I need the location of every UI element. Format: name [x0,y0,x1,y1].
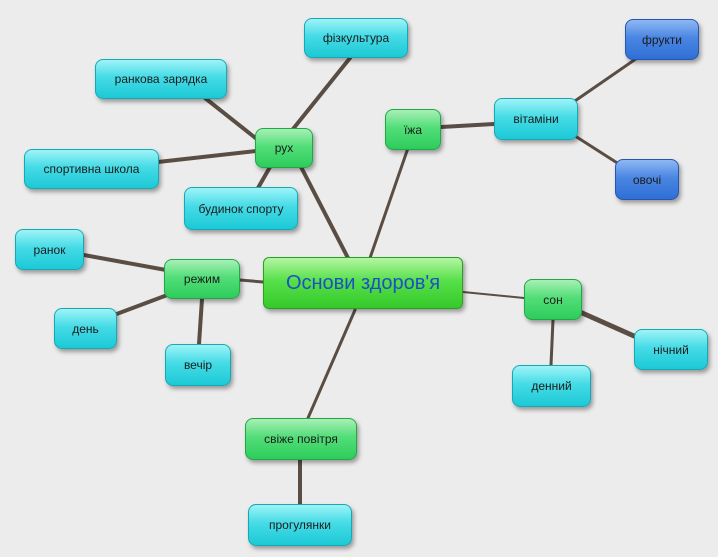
node-izha[interactable]: їжа [385,109,441,150]
connector-center-svizhe-povitrya [306,308,357,420]
node-frukty[interactable]: фрукти [625,19,699,60]
node-rankova-zaryadka-label: ранкова зарядка [114,72,208,86]
node-ranok-label: ранок [33,242,66,257]
connector-center-izha [368,146,410,260]
node-son-label: сон [543,292,563,307]
node-progulyanky[interactable]: прогулянки [248,504,352,546]
connector-rukh-rankova-zaryadka [203,96,260,142]
node-sportyvna-shkola-label: спортивна школа [43,162,140,176]
connector-center-rezhym [238,278,265,284]
node-nichnyi-label: нічний [653,342,689,357]
connector-center-son [462,291,525,299]
node-vitaminy[interactable]: вітаміни [494,98,578,140]
node-svizhe-povitrya[interactable]: свіже повітря [245,418,357,460]
node-vitaminy-label: вітаміни [513,112,559,126]
node-progulyanky-label: прогулянки [268,518,332,532]
node-rankova-zaryadka[interactable]: ранкова зарядка [95,59,227,99]
node-rezhym-label: режим [183,272,221,286]
node-den[interactable]: день [54,308,117,349]
node-budynok-sportu[interactable]: будинок спорту [184,187,298,230]
center-node[interactable]: Основи здоров'я [263,257,463,309]
node-fizkultura-label: фізкультура [322,31,390,45]
connector-son-nichnyi [577,309,637,339]
connector-rezhym-den [112,292,172,317]
node-son[interactable]: сон [524,279,582,320]
connector-rukh-budynok-sportu [256,165,272,190]
node-ovochi-label: овочі [632,172,662,187]
node-frukty-label: фрукти [642,32,682,47]
node-den-label: день [72,321,99,336]
node-rukh[interactable]: рух [255,128,313,168]
center-node-label: Основи здоров'я [285,271,441,294]
node-sportyvna-shkola[interactable]: спортивна школа [24,149,159,189]
node-rukh-label: рух [274,141,294,155]
connector-rezhym-ranok [82,253,168,272]
connector-rukh-sportyvna-shkola [156,149,258,164]
connector-rukh-fizkultura [291,56,352,131]
connector-rezhym-vechir [197,297,204,346]
node-nichnyi[interactable]: нічний [634,329,708,370]
connector-izha-vitaminy [439,122,496,129]
node-dennyi-label: денний [531,379,572,393]
node-izha-label: їжа [403,122,423,137]
connector-vitaminy-ovochi [570,132,624,168]
node-svizhe-povitrya-label: свіже повітря [264,432,338,446]
node-ovochi[interactable]: овочі [615,159,679,200]
connector-vitaminy-frukty [570,54,642,105]
node-ranok[interactable]: ранок [15,229,84,270]
node-fizkultura[interactable]: фізкультура [304,18,408,58]
connector-son-dennyi [549,318,555,367]
node-vechir-label: вечір [183,358,213,372]
connector-center-rukh [298,163,350,260]
node-dennyi[interactable]: денний [512,365,591,407]
node-vechir[interactable]: вечір [165,344,231,386]
node-rezhym[interactable]: режим [164,259,240,299]
node-budynok-sportu-label: будинок спорту [198,201,284,216]
